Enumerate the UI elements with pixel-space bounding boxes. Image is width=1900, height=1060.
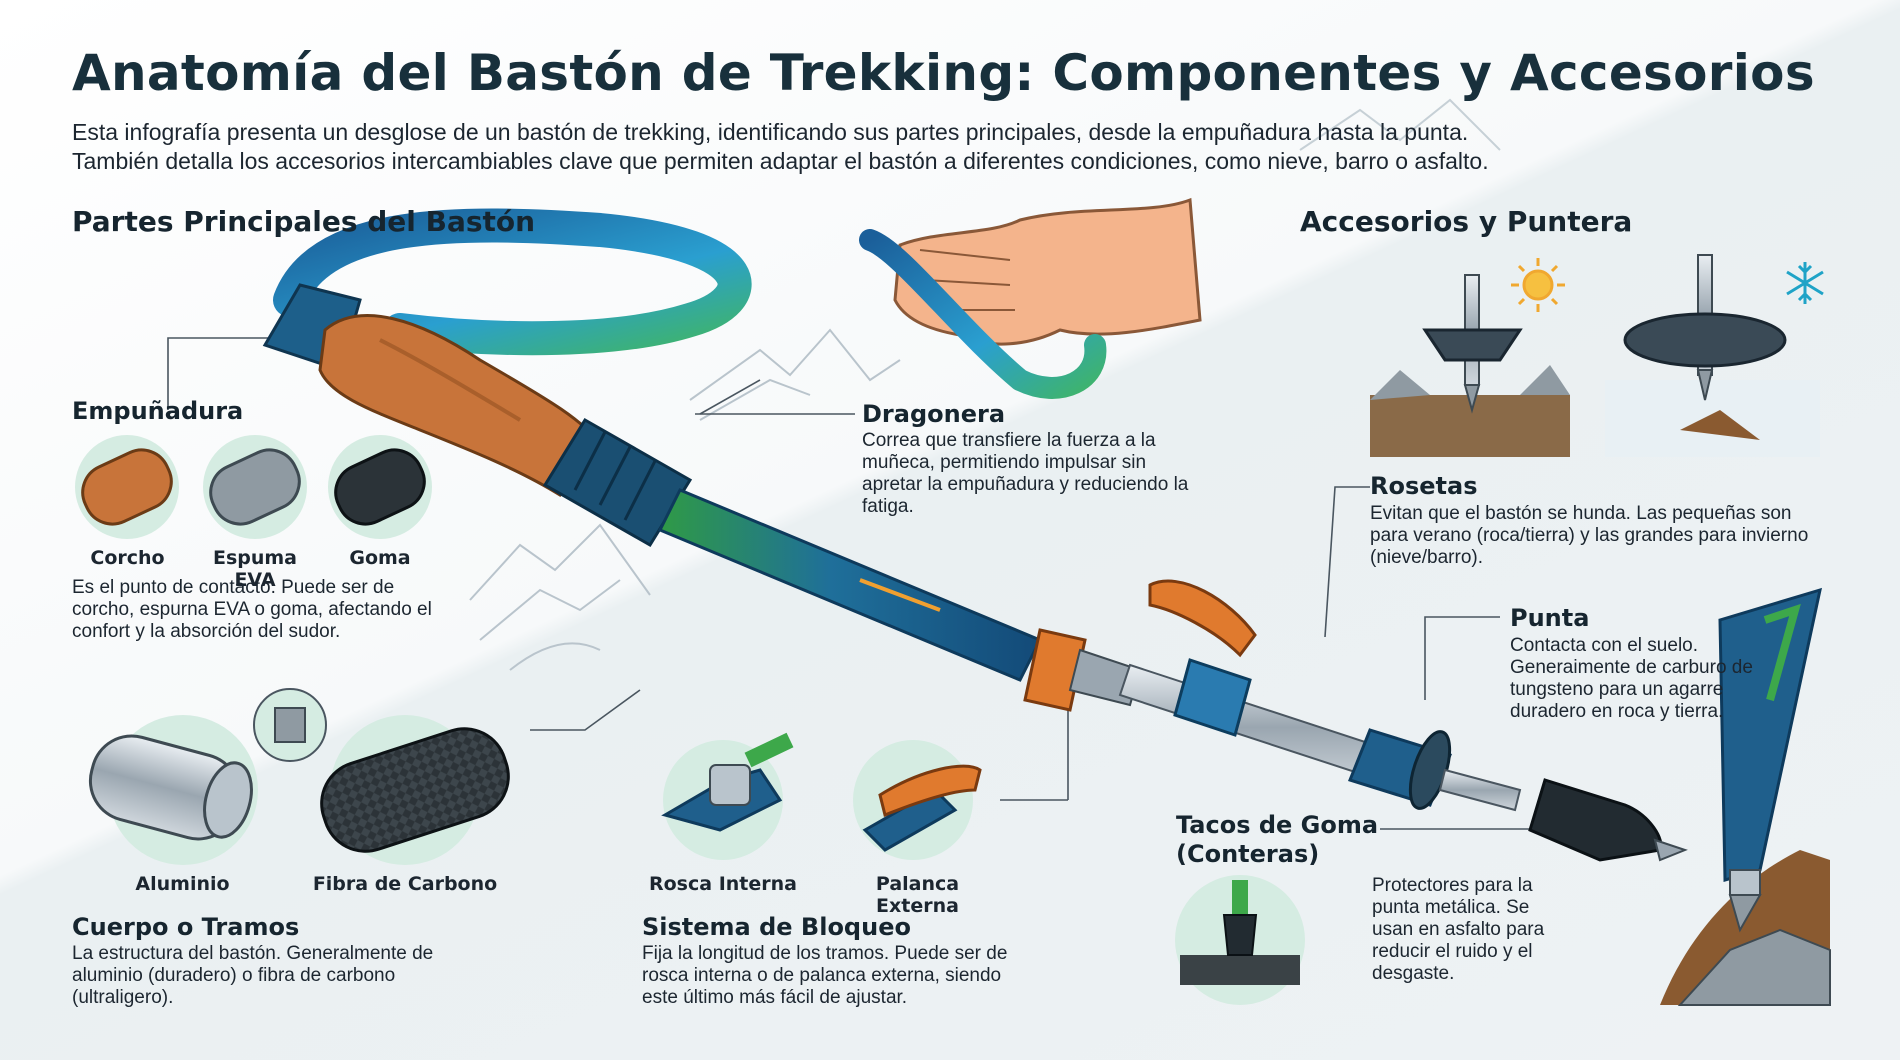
hand-graphic <box>859 197 1202 399</box>
grip-material-cork: Corcho <box>90 547 165 569</box>
grip-material-eva: Espuma EVA <box>212 547 298 591</box>
grip-collar <box>542 417 693 548</box>
lock-description: Fija la longitud de los tramos. Puede se… <box>642 943 1008 1008</box>
body-description: La estructura del bastón. Generalmente d… <box>72 943 434 1008</box>
summer-basket-graphic <box>1370 274 1570 457</box>
upper-shaft <box>657 488 1043 682</box>
rubber-title: Tacos de Goma (Conteras) <box>1176 811 1379 868</box>
lock-title: Sistema de Bloqueo <box>642 913 911 941</box>
grip-description: Es el punto de contacto. Puede ser de co… <box>72 577 432 642</box>
rubber-tip-graphic <box>1528 778 1663 862</box>
grip-material-circles <box>75 435 432 539</box>
intro-line-2: También detalla los accesorios intercamb… <box>72 148 1489 174</box>
mountain-sketch-2 <box>469 523 651 671</box>
intro-text: Esta infografía presenta un desglose de … <box>72 118 1692 176</box>
section-accessories: Accesorios y Puntera <box>1300 205 1633 238</box>
strap-description: Correa que transfiere la fuerza a la muñ… <box>862 430 1189 517</box>
lock-type-graphics <box>661 732 982 860</box>
body-title: Cuerpo o Tramos <box>72 913 300 941</box>
mountain-sketch-1 <box>689 328 901 421</box>
tip-title: Punta <box>1510 604 1590 632</box>
page-title: Anatomía del Bastón de Trekking: Compone… <box>72 44 1815 102</box>
snowflake-icon <box>1786 262 1824 304</box>
baskets-title: Rosetas <box>1370 472 1478 500</box>
mountain-sketch-3 <box>1299 98 1501 151</box>
grip-title: Empuñadura <box>72 397 244 425</box>
section-main-parts: Partes Principales del Bastón <box>72 205 536 238</box>
strap-title: Dragonera <box>862 400 1006 428</box>
sun-icon <box>1511 258 1565 312</box>
grip-material-rubber: Goma <box>349 547 411 569</box>
intro-line-1: Esta infografía presenta un desglose de … <box>72 119 1469 145</box>
lock-type-lever: Palanca Externa <box>875 873 960 917</box>
strap-graphic <box>273 208 752 356</box>
baskets-description: Evitan que el bastón se hunda. Las peque… <box>1370 503 1809 568</box>
rubber-description: Protectores para la punta metálica. Se u… <box>1372 875 1545 984</box>
rubber-tip-closeup-graphic <box>1175 875 1305 1005</box>
tip-closeup-graphic <box>1660 587 1831 1006</box>
lever-clamp <box>1148 579 1257 737</box>
tip-description: Contacta con el suelo. Generaimente de c… <box>1510 635 1753 722</box>
body-material-aluminum: Aluminio <box>135 873 230 895</box>
winter-basket-graphic <box>1605 254 1820 457</box>
body-material-carbon: Fibra de Carbono <box>312 873 498 895</box>
lock-type-thread: Rosca Interna <box>649 873 797 895</box>
body-material-graphics <box>88 688 510 865</box>
